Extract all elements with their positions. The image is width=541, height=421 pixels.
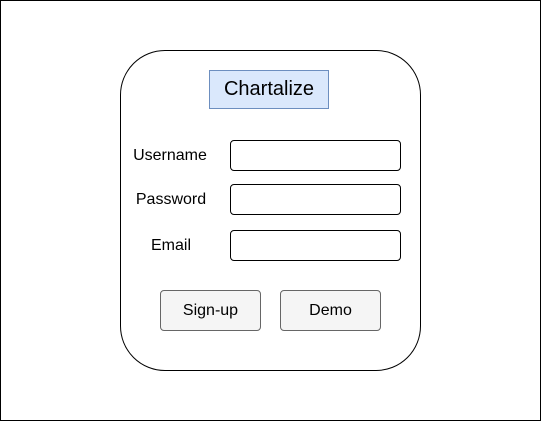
username-field[interactable]	[230, 140, 401, 171]
password-label: Password	[135, 191, 207, 208]
email-label: Email	[150, 237, 191, 254]
password-field[interactable]	[230, 184, 401, 215]
username-label: Username	[133, 147, 207, 164]
demo-button[interactable]: Demo	[280, 290, 381, 331]
email-field[interactable]	[230, 230, 401, 261]
app-title: Chartalize	[209, 70, 329, 109]
demo-button-label: Demo	[309, 301, 352, 319]
signup-button[interactable]: Sign-up	[160, 290, 261, 331]
signup-button-label: Sign-up	[182, 301, 239, 319]
app-title-text: Chartalize	[223, 78, 315, 100]
